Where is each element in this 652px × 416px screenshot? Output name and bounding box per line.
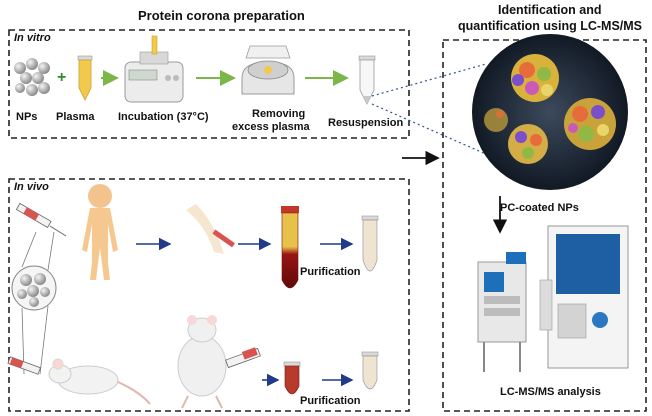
syringe-icon-top bbox=[15, 202, 67, 237]
pc-coated-nps-image bbox=[472, 34, 628, 190]
mouse-icon bbox=[48, 358, 151, 405]
lcms-instrument-icon bbox=[477, 225, 629, 372]
lcms-analysis-label: LC-MS/MS analysis bbox=[500, 386, 601, 398]
in-vitro-label: In vitro bbox=[14, 32, 51, 44]
purification-label-bottom: Purification bbox=[300, 395, 361, 407]
removing-label-line2: excess plasma bbox=[232, 121, 310, 133]
plasma-label: Plasma bbox=[56, 111, 95, 123]
syringe-icon-bottom bbox=[7, 356, 41, 375]
removing-label-line1: Removing bbox=[252, 108, 306, 120]
standing-mouse-icon bbox=[177, 315, 227, 409]
resuspension-label: Resuspension bbox=[328, 117, 404, 129]
blood-draw-arm-icon bbox=[186, 204, 235, 254]
in-vitro-box bbox=[8, 29, 410, 139]
nps-magnified-icon bbox=[11, 265, 57, 311]
in-vivo-label: In vivo bbox=[14, 181, 49, 193]
purified-tube-bottom-icon bbox=[361, 351, 379, 390]
blood-tube-icon bbox=[281, 206, 299, 289]
incubation-label: Incubation (37°C) bbox=[118, 111, 209, 123]
human-body-icon bbox=[82, 184, 118, 280]
centrifuge-icon bbox=[241, 45, 295, 95]
purified-tube-top-icon bbox=[361, 215, 379, 272]
resuspension-tube-icon bbox=[358, 55, 376, 105]
plus-icon: + bbox=[57, 69, 66, 86]
purification-label-top: Purification bbox=[300, 266, 361, 278]
identification-title-line1: Identification and bbox=[498, 3, 602, 17]
zoom-line-top bbox=[371, 63, 487, 97]
nps-label: NPs bbox=[16, 111, 38, 123]
nps-cluster-icon bbox=[14, 58, 50, 96]
plasma-tube-bottom-icon bbox=[283, 361, 301, 395]
syringe-icon-mouse bbox=[225, 347, 261, 369]
incubator-icon bbox=[124, 35, 184, 103]
plasma-tube-icon bbox=[77, 55, 93, 101]
pc-coated-label: PC-coated NPs bbox=[500, 202, 579, 214]
protein-corona-title: Protein corona preparation bbox=[138, 8, 305, 23]
identification-title-line2: quantification using LC-MS/MS bbox=[458, 19, 643, 33]
in-vivo-box bbox=[8, 178, 410, 412]
